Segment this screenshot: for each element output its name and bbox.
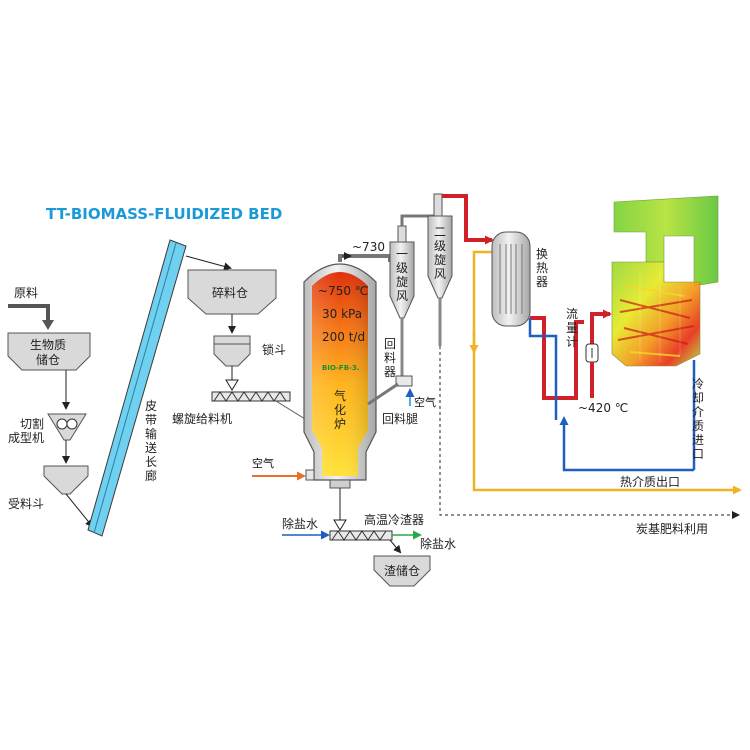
receiving-hopper-label: 受料斗 (8, 497, 44, 511)
return-device-label-3: 器 (384, 365, 396, 379)
coolant-inlet-label-3: 介 (692, 405, 704, 419)
raw-material-arrow-head (42, 320, 54, 330)
coolant-inlet-label-6: 口 (692, 447, 704, 461)
cooler-inlet-funnel (333, 519, 347, 531)
feeder-inlet-funnel (225, 379, 239, 391)
heat-medium-outlet-line (472, 250, 742, 495)
gasifier-model-code: BIO-FB-3. (322, 364, 359, 372)
return-device (395, 375, 413, 387)
return-leg-label: 回料腿 (382, 412, 418, 426)
boiler-cfd-image (611, 195, 719, 367)
gasifier-name-2: 化 (334, 403, 346, 417)
temp-420-label: ~420 ℃ (578, 401, 628, 415)
biomass-storage-bin (7, 332, 91, 371)
cyclone-1-label-2: 级 (396, 261, 408, 275)
raw-material-arrow (8, 304, 50, 322)
cyclone-2-label-3: 旋 (434, 253, 446, 267)
gas-pipe-to-boiler (590, 309, 612, 344)
cyclone-1-label-3: 旋 (396, 275, 408, 289)
desalted-water-in-label: 除盐水 (282, 516, 318, 531)
lock-hopper-label: 锁斗 (262, 342, 286, 357)
biochar-dashed-flow (439, 346, 740, 519)
belt-label-3: 输 (145, 426, 157, 441)
heat-medium-outlet-label: 热介质出口 (620, 475, 680, 489)
return-device-label-2: 料 (384, 351, 396, 365)
belt-label-1: 皮 (145, 399, 157, 413)
gasifier-name-1: 气 (334, 388, 346, 403)
coolant-return-line (559, 416, 694, 472)
gasifier-capacity: 200 t/d (322, 330, 365, 344)
cyclone-2-label-1: 二 (434, 225, 446, 239)
coolant-inlet-label-1: 冷 (692, 377, 704, 391)
slag-bin-label: 渣储仓 (384, 563, 420, 578)
crush-bin-label: 碎料仓 (212, 285, 248, 300)
flow-arrow-cooler-to-slag-bin (389, 539, 402, 554)
cyclone-1-label-1: 一 (396, 247, 408, 261)
slag-cooler-label: 高温冷渣器 (364, 512, 424, 527)
coolant-inlet-label-4: 质 (692, 419, 704, 433)
primary-cyclone (389, 225, 415, 376)
coolant-exchanger-loop (528, 318, 558, 420)
heat-exchanger-label-3: 器 (536, 275, 548, 289)
belt-label-5: 长 (145, 455, 157, 469)
gasifier-temp: ~750 ℃ (318, 284, 368, 298)
return-leg-pipe (367, 382, 399, 406)
cyclone-2-label-4: 风 (434, 267, 446, 281)
cyclone-2-label-2: 级 (434, 239, 446, 253)
belt-conveyor-gallery (87, 239, 187, 537)
gasifier (303, 263, 377, 489)
gas-pipe-to-flowmeter (530, 316, 584, 400)
belt-label-2: 带 (145, 413, 157, 427)
receiving-hopper (43, 465, 89, 495)
slag-bin (373, 555, 431, 587)
heat-exchanger-label-1: 换 (536, 247, 548, 261)
return-device-label-1: 回 (384, 337, 396, 351)
flow-arrow-belt-to-crush-bin (185, 255, 232, 271)
gasifier-to-cyclone-pipe (338, 254, 392, 262)
biochar-label: 炭基肥料利用 (636, 522, 708, 536)
air-inlet-label: 空气 (252, 456, 274, 470)
coolant-inlet-label-2: 却 (692, 391, 704, 405)
biomass-storage-label-1: 生物质 (30, 338, 66, 352)
flowmeter-label-3: 计 (566, 335, 578, 349)
return-air-label: 空气 (414, 395, 436, 409)
flowmeter-label-2: 量 (566, 321, 578, 335)
belt-label-6: 廊 (145, 468, 157, 483)
flow-arrow-hopper-to-belt (65, 493, 94, 528)
cyclone-1-label-4: 风 (396, 289, 408, 303)
heat-exchanger (491, 231, 531, 327)
screw-feeder (211, 391, 291, 402)
desalted-water-out-label: 除盐水 (420, 536, 456, 551)
air-nozzle (305, 469, 315, 481)
coolant-inlet-label-5: 进 (692, 433, 704, 447)
cutter-label-2: 成型机 (8, 431, 44, 445)
slag-cooler (329, 530, 393, 541)
gasifier-name-3: 炉 (334, 417, 346, 431)
flowmeter-label-1: 流 (566, 307, 578, 321)
biomass-storage-label-2: 储仓 (36, 352, 60, 367)
screw-feeder-label: 螺旋给料机 (172, 412, 232, 426)
belt-label-4: 送 (145, 440, 157, 455)
lock-hopper (213, 335, 251, 367)
hot-gas-pipe-in (442, 194, 494, 245)
secondary-cyclone (427, 193, 453, 346)
cutter-label-1: 切割 (20, 416, 44, 431)
diagram-title: TT-BIOMASS-FLUIDIZED BED (46, 205, 282, 223)
cutter-former (47, 413, 87, 441)
raw-material-label: 原料 (14, 286, 38, 300)
heat-exchanger-label-2: 热 (536, 261, 548, 275)
crush-bin (187, 269, 277, 315)
gasifier-pressure: 30 kPa (322, 307, 362, 321)
